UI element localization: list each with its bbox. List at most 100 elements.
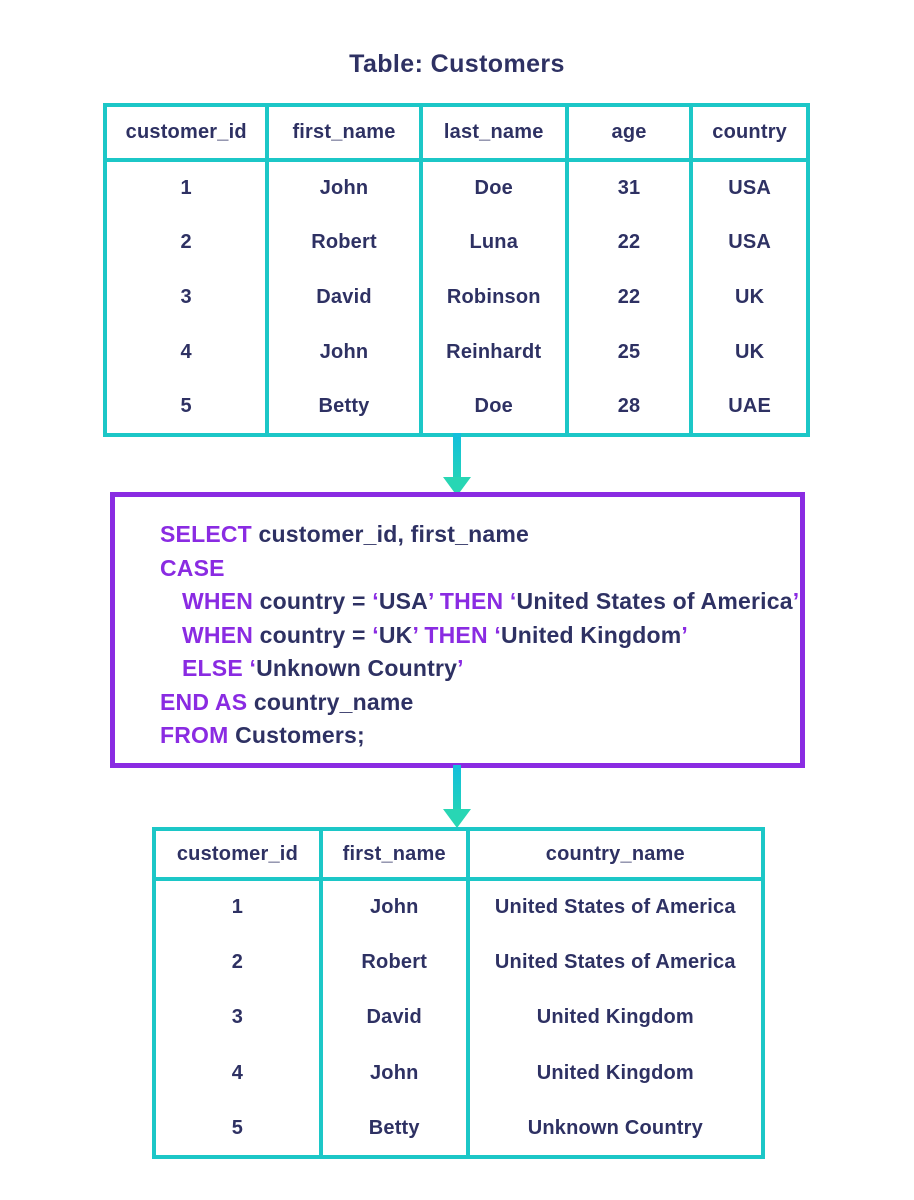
- table-cell: Robert: [318, 934, 470, 991]
- column-header: first_name: [318, 827, 470, 881]
- table-cell: John: [265, 160, 423, 215]
- table-cell: Betty: [265, 380, 423, 435]
- sql-token-kw: FROM: [160, 722, 236, 748]
- sql-token-str: USA: [378, 588, 428, 614]
- sql-token-str: United States of America: [516, 588, 793, 614]
- sql-token-q: ‘: [494, 621, 501, 648]
- table-cell: UK: [689, 270, 810, 325]
- table-cell: 25: [564, 325, 694, 380]
- sql-token-kw: THEN: [424, 621, 495, 648]
- arrow-line: [453, 765, 461, 809]
- table-cell: John: [318, 1045, 470, 1102]
- column-header: age: [564, 103, 694, 162]
- arrow-down-icon: [443, 765, 471, 828]
- sql-token-q: ’: [681, 621, 688, 648]
- sql-token-kw: CASE: [160, 554, 225, 581]
- sql-token-str: Unknown Country: [256, 655, 458, 681]
- sql-token-str: United Kingdom: [500, 621, 682, 648]
- sql-token-kw: ELSE: [182, 655, 250, 681]
- table-cell: 2: [102, 215, 270, 270]
- sql-line: FROM Customers;: [160, 719, 790, 753]
- table-cell: 2: [152, 934, 323, 991]
- sql-token-q: ‘: [249, 655, 257, 681]
- table-cell: UK: [689, 325, 810, 380]
- table-cell: 5: [102, 380, 270, 435]
- sql-line: CASE: [160, 552, 790, 586]
- table-cell: Doe: [418, 380, 569, 435]
- table-cell: Doe: [418, 160, 569, 215]
- table-cell: 5: [152, 1101, 323, 1157]
- sql-token-code: country =: [259, 621, 373, 648]
- table-cell: David: [318, 990, 470, 1046]
- table-cell: 3: [102, 270, 270, 325]
- arrow-down-icon: [443, 433, 471, 496]
- sql-line: WHEN country = ‘UK’ THEN ‘United Kingdom…: [160, 619, 790, 653]
- sql-token-q: ’: [428, 588, 440, 614]
- sql-token-q: ‘: [372, 621, 379, 648]
- table-cell: 31: [564, 160, 694, 215]
- sql-token-q: ‘: [509, 588, 517, 614]
- sql-token-kw: SELECT: [160, 521, 259, 547]
- table-cell: United States of America: [465, 879, 766, 935]
- sql-line: WHEN country = ‘USA’ THEN ‘United States…: [160, 585, 799, 619]
- table-cell: United Kingdom: [465, 990, 766, 1046]
- column-header: first_name: [265, 103, 423, 162]
- sql-token-q: ‘: [372, 588, 379, 614]
- sql-token-code: country =: [259, 588, 373, 614]
- arrow-head: [443, 809, 471, 828]
- table-cell: 22: [564, 215, 694, 270]
- sql-token-code: Customers;: [235, 722, 365, 748]
- sql-token-code: customer_id, first_name: [258, 521, 530, 547]
- column-header: country: [689, 103, 810, 162]
- table-cell: Robert: [265, 215, 423, 270]
- table-cell: 3: [152, 990, 323, 1046]
- table-cell: 28: [564, 380, 694, 435]
- sql-token-kw: END AS: [160, 688, 254, 715]
- sql-token-q: ’: [792, 588, 800, 614]
- table-cell: 4: [102, 325, 270, 380]
- sql-token-q: ’: [457, 655, 464, 681]
- sql-token-kw: THEN: [439, 588, 510, 614]
- table-cell: 4: [152, 1045, 323, 1102]
- table-cell: Unknown Country: [465, 1101, 766, 1157]
- table-cell: USA: [689, 215, 810, 270]
- sql-line: ELSE ‘Unknown Country’: [160, 652, 790, 686]
- column-header: customer_id: [152, 827, 323, 881]
- table-cell: John: [265, 325, 423, 380]
- table-cell: UAE: [689, 380, 810, 435]
- table-cell: Reinhardt: [418, 325, 569, 380]
- table-cell: United States of America: [465, 934, 766, 991]
- sql-token-code: country_name: [253, 688, 414, 715]
- table-cell: Robinson: [418, 270, 569, 325]
- table-cell: Betty: [318, 1101, 470, 1157]
- sql-line: END AS country_name: [160, 686, 790, 720]
- table-cell: 1: [152, 879, 323, 935]
- table-cell: John: [318, 879, 470, 935]
- table-cell: David: [265, 270, 423, 325]
- table-cell: 1: [102, 160, 270, 215]
- table-cell: Luna: [418, 215, 569, 270]
- sql-token-kw: WHEN: [182, 621, 260, 648]
- column-header: last_name: [418, 103, 569, 162]
- column-header: customer_id: [102, 103, 270, 162]
- table-cell: USA: [689, 160, 810, 215]
- sql-token-kw: WHEN: [182, 588, 260, 614]
- table-cell: 22: [564, 270, 694, 325]
- column-header: country_name: [465, 827, 766, 881]
- table-cell: United Kingdom: [465, 1045, 766, 1102]
